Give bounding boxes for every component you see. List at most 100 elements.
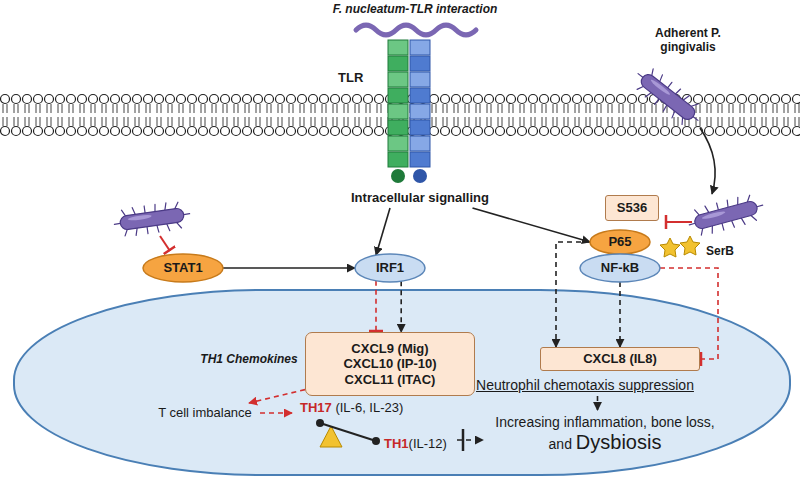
lipid-tail [282,104,283,113]
lipid-head [507,95,516,104]
lipid-tail [366,104,367,113]
lipid-tail [359,117,360,126]
effect-label-text: T cell imbalance [158,405,252,421]
lipid-head [122,127,131,136]
lipid-tail [95,104,96,113]
lipid-tail [304,104,305,113]
lipid-head [430,95,439,104]
lipid-tail [546,104,547,113]
lipid-tail [278,117,279,126]
lipid-tail [436,117,437,126]
lipid-head [793,127,800,136]
lipid-head [155,127,164,136]
lipid-tail [36,117,37,126]
lipid-tail [366,117,367,126]
p-gingivalis [112,200,191,238]
lipid-tail [179,104,180,113]
lipid-tail [47,104,48,113]
th-balance-text: TH1(IL-12) [384,436,447,452]
receptor-segment [410,88,430,103]
lipid-head [606,95,615,104]
lipid-tail [722,104,723,113]
lipid-tail [315,104,316,113]
lipid-head [716,95,725,104]
lipid-tail [553,104,554,113]
lipid-tail [293,117,294,126]
lipid-tail [18,104,19,113]
lipid-tail [25,117,26,126]
lipid-head [628,95,637,104]
chemokine-box-text: CXCL9 (Mig) [351,341,428,357]
lipid-head [254,95,263,104]
lipid-tail [117,117,118,126]
lipid-tail [267,104,268,113]
lipid-tail [168,104,169,113]
outcome-label: Increasing inflammation, bone loss, and … [483,410,727,458]
lipid-tail [80,104,81,113]
signal-label: Intracellular signalling [345,188,495,208]
lipid-head [694,95,703,104]
tlr-receptor [388,40,430,167]
lipid-head [529,95,538,104]
lipid-tail [102,117,103,126]
lipid-head [672,127,681,136]
lipid-tail [91,104,92,113]
lipid-tail [634,104,635,113]
lipid-head [749,95,758,104]
lipid-head [56,95,65,104]
lipid-tail [359,104,360,113]
lipid-tail [245,104,246,113]
activation-connector [376,208,390,255]
lipid-tail [718,117,719,126]
protein-oval-text: STAT1 [163,260,202,276]
lipid-tail [729,104,730,113]
bacterium-label: Adherent P. gingivalis [628,26,748,55]
receptor-segment [410,56,430,71]
lipid-tail [553,117,554,126]
lipid-tail [788,104,789,113]
lipid-tail [458,104,459,113]
site-box: S536 [605,195,659,221]
lipid-tail [62,117,63,126]
lipid-tail [322,104,323,113]
lipid-head [782,95,791,104]
lipid-tail [476,104,477,113]
lipid-tail [513,104,514,113]
th-balance: TH17 (IL-6, IL-23)TH1(IL-12) [292,398,457,458]
lipid-tail [205,117,206,126]
lipid-tail [271,117,272,126]
lipid-tail [795,104,796,113]
lipid-tail [766,117,767,126]
lipid-tail [223,104,224,113]
adherent-p-gingivalis [629,63,706,132]
lipid-head [34,127,43,136]
lipid-tail [135,117,136,126]
f-nucleatum [356,25,476,35]
lipid-tail [777,104,778,113]
lipid-tail [520,104,521,113]
receptor-label-text: TLR [338,70,363,86]
lipid-tail [634,117,635,126]
lipid-head [331,95,340,104]
lipid-tail [201,104,202,113]
lipid-head [78,95,87,104]
lipid-tail [344,104,345,113]
lipid-head [507,127,516,136]
lipid-head [749,127,758,136]
protein-oval-text: IRF1 [376,260,404,276]
inhibition-line [665,221,692,223]
lipid-head [309,127,318,136]
lipid-tail [612,104,613,113]
activation-connector [260,412,292,414]
lipid-tail [432,104,433,113]
lipid-tail [722,117,723,126]
lipid-tail [139,117,140,126]
receptor-segment [410,152,430,167]
lipid-tail [256,117,257,126]
lipid-head [342,127,351,136]
lipid-tail [663,117,664,126]
lipid-tail [381,117,382,126]
lipid-head [45,127,54,136]
lipid-tail [150,104,151,113]
inhibition-line [160,236,170,251]
